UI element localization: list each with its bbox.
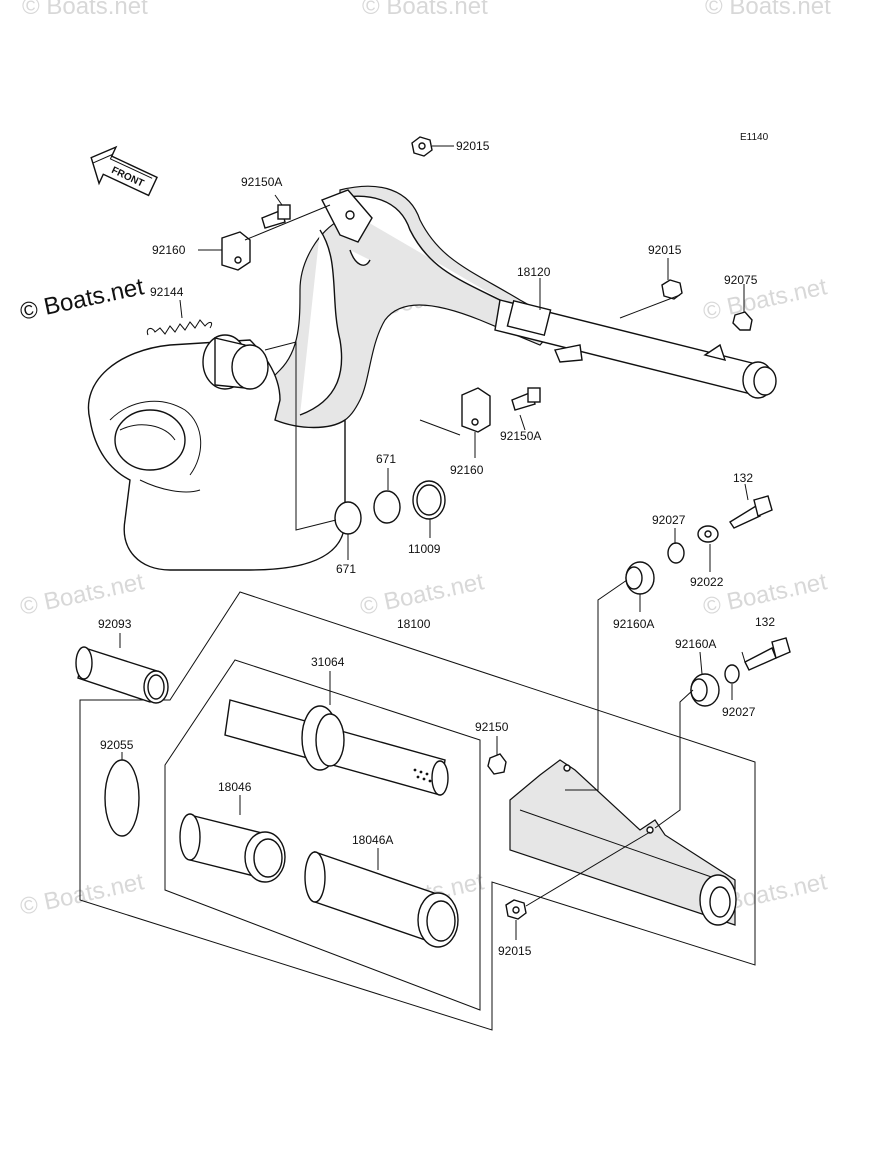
part-label: 31064 (311, 655, 345, 669)
part-label: 11009 (408, 542, 441, 556)
spring-part (146, 319, 213, 336)
leader-lines (119, 145, 749, 940)
part-label: 18100 (397, 617, 431, 631)
part-label: 92160A (675, 637, 716, 651)
part-label: 92027 (652, 513, 686, 527)
watermark: © Boats.net (705, 0, 831, 20)
silencer-sleeve (179, 813, 286, 883)
part-label: 92150A (500, 429, 541, 443)
part-label: 671 (376, 452, 396, 466)
hardware-right (625, 495, 791, 707)
part-label: 18046A (352, 833, 393, 847)
hardware-upper (221, 136, 753, 433)
part-label: 92093 (98, 617, 132, 631)
part-label: 132 (755, 615, 775, 629)
silencer-sleeve-a (304, 851, 459, 948)
part-label: 92022 (690, 575, 724, 589)
watermark: © Boats.net (701, 273, 830, 326)
watermark: © Boats.net (18, 568, 147, 621)
diagram-code: E1140 (740, 132, 769, 143)
watermark: © Boats.net (22, 0, 148, 20)
part-label: 18120 (517, 265, 551, 279)
watermark: © Boats.net (358, 568, 487, 621)
watermark: © Boats.net (362, 0, 488, 20)
gaskets (104, 480, 446, 837)
part-labels: 92015 92150A 92160 92144 18120 92015 920… (98, 139, 775, 958)
watermark-prominent: © Boats.net (18, 273, 147, 326)
part-label: 92150A (241, 175, 282, 189)
silencer-core (224, 699, 449, 796)
part-label: 92015 (456, 139, 490, 153)
part-label: 92160 (152, 243, 186, 257)
part-label: 18046 (218, 780, 252, 794)
part-label: 92055 (100, 738, 134, 752)
exhaust-chamber (87, 185, 561, 571)
muffler-assembly-box (79, 591, 756, 1031)
part-label: 92160A (613, 617, 654, 631)
part-label: 92015 (648, 243, 682, 257)
part-label: 92160 (450, 463, 484, 477)
tail-pipe (494, 299, 777, 399)
watermark: © Boats.net (18, 868, 147, 921)
part-label: 132 (733, 471, 753, 485)
joint-pipe (75, 646, 169, 704)
part-label: 92015 (498, 944, 532, 958)
part-label: 92144 (150, 285, 184, 299)
part-label: 92075 (724, 273, 758, 287)
front-arrow-icon: FRONT (90, 145, 158, 197)
part-label: 671 (336, 562, 356, 576)
part-label: 92150 (475, 720, 509, 734)
part-label: 92027 (722, 705, 756, 719)
muffler-body (487, 753, 737, 926)
